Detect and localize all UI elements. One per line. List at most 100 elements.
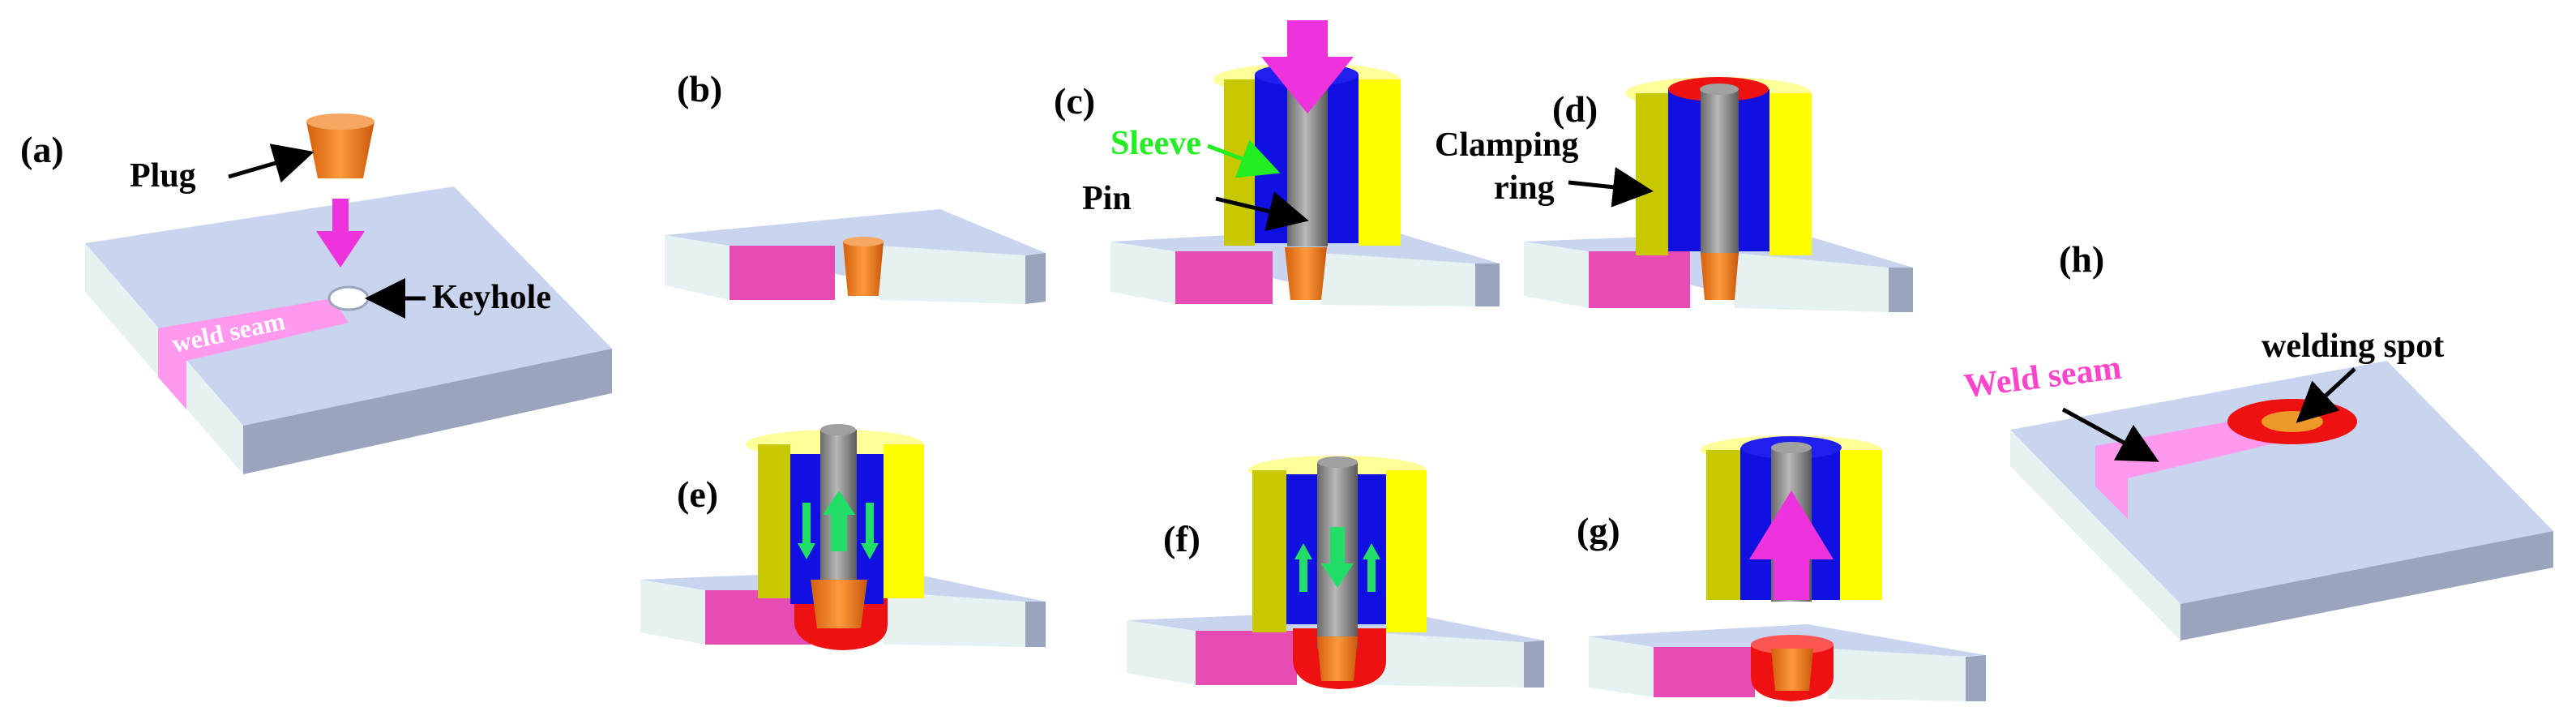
keyhole-label: Keyhole	[432, 279, 551, 316]
seam-face	[1175, 251, 1273, 304]
weld-seam-pointer	[2061, 407, 2159, 462]
sleeve-label: Sleeve	[1110, 125, 1201, 162]
plug-pointer	[228, 144, 315, 183]
sleeve-up-arrow-icon	[1294, 543, 1312, 592]
sleeve-right	[1328, 75, 1359, 243]
plate-top	[2010, 361, 2553, 604]
sleeve-right	[1812, 448, 1840, 600]
seam-face	[705, 590, 811, 645]
plate-front-right	[884, 592, 1025, 647]
plate-front-left	[1127, 620, 1196, 685]
panel-f: (f)	[1127, 456, 1544, 689]
keyhole	[327, 285, 370, 311]
plate-front-right	[879, 246, 1025, 304]
panel-h-label: (h)	[2059, 238, 2104, 280]
panel-g: (g)	[1577, 435, 1986, 701]
panel-a: (a) weld seam Plug Keyhole	[20, 114, 612, 474]
welding-spot-pointer	[2296, 367, 2356, 423]
welding-spot	[2261, 411, 2323, 432]
sleeve-down-arrow-icon	[861, 503, 879, 559]
sleeve-up-arrow-icon	[1363, 543, 1380, 592]
panel-g-label: (g)	[1577, 510, 1620, 551]
panel-a-label: (a)	[20, 129, 64, 170]
plug-top	[306, 114, 374, 130]
panel-e-label: (e)	[677, 473, 718, 515]
plug-icon	[1285, 247, 1327, 300]
pin-top	[1317, 456, 1358, 468]
weld-seam-top	[158, 298, 349, 361]
welding-spot-label: welding spot	[2261, 328, 2444, 365]
retract-up-arrow-icon	[1749, 491, 1834, 600]
clamping-ring-right	[1359, 79, 1401, 246]
plate-front-right	[1735, 253, 1889, 312]
sleeve-left	[1740, 448, 1771, 600]
plug-label: Plug	[130, 157, 196, 195]
pin-pointer	[1215, 191, 1309, 232]
pin-down-arrow-icon	[1321, 527, 1354, 588]
plug-icon	[843, 242, 884, 296]
plate-side	[1966, 655, 1986, 701]
clamping-ring-right	[1840, 450, 1882, 600]
panel-c-label: (c)	[1054, 80, 1095, 122]
plate-front	[2010, 430, 2180, 640]
panel-c: (c) Sleeve Pin	[1054, 20, 1500, 306]
clamping-ring-right	[1386, 470, 1427, 632]
pin-label: Pin	[1082, 180, 1132, 217]
seam-face	[1196, 631, 1297, 685]
plug-icon	[811, 580, 867, 628]
plate-side	[1475, 263, 1500, 306]
plug-icon	[1771, 649, 1813, 691]
seam-face	[1589, 251, 1690, 308]
sleeve-left	[1668, 89, 1701, 251]
clamping-ring-left	[1706, 450, 1740, 600]
weld-seam-stripe	[158, 328, 186, 409]
plate-front-left	[1524, 242, 1589, 308]
clamping-ring-pointer	[1568, 166, 1654, 208]
weld-seam-stripe	[2095, 446, 2128, 519]
pin-top	[1771, 442, 1812, 453]
plate-side	[243, 349, 612, 474]
pin-up-arrow-icon	[823, 491, 855, 551]
sleeve-right	[1739, 89, 1769, 251]
plate-front-right	[1828, 649, 1966, 701]
plate-side	[1025, 602, 1046, 647]
panel-b: (b)	[665, 68, 1046, 304]
plate-front-left	[640, 580, 705, 645]
clamping-ring-label-1: Clamping	[1435, 126, 1578, 164]
panel-h: (h) Weld seam welding spot	[1962, 238, 2553, 640]
seam-face	[730, 246, 835, 300]
plug-icon	[306, 122, 374, 178]
plate-side	[2180, 531, 2553, 640]
press-down-arrow-icon	[1261, 20, 1354, 114]
plate-front-left	[1110, 242, 1175, 304]
panel-e: (e)	[640, 424, 1046, 650]
plate-side	[1889, 268, 1913, 312]
plate-side	[1524, 640, 1544, 688]
clamping-ring-right	[884, 444, 924, 598]
clamping-ring-left	[758, 444, 790, 598]
plate-front-left	[665, 235, 730, 300]
pin	[1701, 89, 1739, 255]
fsspw-tool	[1625, 77, 1812, 300]
plate-side	[1025, 253, 1046, 304]
clamping-ring-left	[1252, 470, 1286, 632]
plug-icon	[1701, 253, 1739, 300]
seam-face	[1654, 647, 1755, 697]
plug-icon	[1317, 636, 1358, 681]
pin-top	[820, 424, 856, 435]
sleeve-pointer	[1207, 139, 1281, 178]
panel-d-label: (d)	[1552, 88, 1598, 130]
plate-front-right	[1321, 253, 1475, 306]
plate-front-left	[1589, 636, 1654, 697]
fsspw-tool	[746, 424, 924, 628]
panel-b-label: (b)	[677, 68, 722, 109]
sleeve-left	[1255, 75, 1287, 243]
panel-d: (d) Clamping ring	[1435, 77, 1913, 312]
clamping-ring-left	[1636, 93, 1668, 255]
panel-f-label: (f)	[1163, 518, 1200, 559]
clamping-ring-right	[1769, 93, 1812, 255]
clamping-ring-label-2: ring	[1494, 169, 1555, 207]
sleeve-down-arrow-icon	[798, 503, 815, 559]
insert-arrow-icon	[316, 199, 365, 268]
